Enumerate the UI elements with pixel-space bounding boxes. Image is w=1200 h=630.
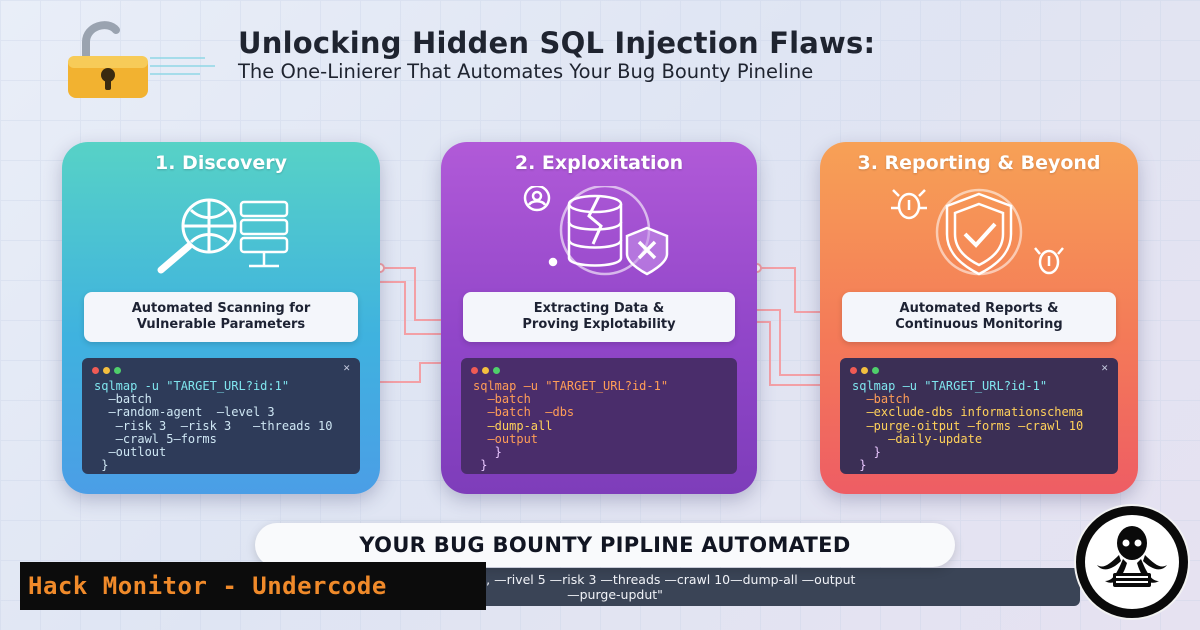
shield-check-icon [891, 188, 1064, 276]
terminal-line: —batch —dbs [473, 405, 575, 420]
terminal-line: —batch [473, 392, 531, 407]
terminal-line: sqlmap —u "TARGET_URL?id-1" [852, 379, 1048, 393]
card-title: 1. Discovery [155, 152, 287, 174]
terminal-line: —crawl 5—forms [94, 431, 217, 446]
close-dot-icon [471, 367, 478, 374]
command-line: m-aid 1" —level 5, —rivel 5 —risk 3 —thr… [374, 572, 856, 587]
minimize-dot-icon [861, 367, 868, 374]
minimize-dot-icon [103, 367, 110, 374]
maximize-dot-icon [872, 367, 879, 374]
page-subtitle: The One-Linierer That Automates Your Bug… [238, 60, 814, 83]
reporting-description: Automated Reports & Continuous Monitorin… [842, 292, 1116, 342]
window-dots [850, 364, 883, 377]
maximize-dot-icon [493, 367, 500, 374]
exploitation-description: Extracting Data & Proving Explotability [463, 292, 735, 342]
terminal-line: } [852, 458, 867, 473]
magnifier-server-icon [157, 198, 289, 274]
terminal-line: } [473, 458, 488, 473]
discovery-card: 1. Discovery Automated Scanning for Vuln… [62, 142, 380, 494]
maximize-dot-icon [114, 367, 121, 374]
terminal-line: —batch [94, 392, 152, 407]
terminal-line: —outlout [94, 445, 167, 460]
discovery-description: Automated Scanning for Vulnerable Parame… [84, 292, 358, 342]
terminal-line: sqlmap —u "TARGET_URL?id-1" [473, 379, 669, 393]
description-line: Automated Reports & [899, 301, 1059, 316]
close-dot-icon [92, 367, 99, 374]
description-line: Automated Scanning for [131, 301, 311, 316]
terminal-line: } [94, 458, 109, 473]
terminal-line: —random-agent —level 3 [94, 405, 275, 420]
terminal-line: —purge-oitput —forms —crawl 10 [852, 418, 1084, 433]
terminal-line: } [473, 445, 502, 460]
close-icon: ✕ [343, 361, 350, 374]
padlock-icon [68, 21, 148, 98]
window-dots [471, 364, 504, 377]
page-title: Unlocking Hidden SQL Injection Flaws: [238, 26, 876, 60]
close-icon: ✕ [1101, 361, 1108, 374]
terminal-line: —risk 3 —risk 3 —threads 10 [94, 418, 333, 433]
terminal-line: } [852, 445, 881, 460]
card-title: 3. Reporting & Beyond [857, 152, 1101, 174]
database-breach-icon [523, 186, 669, 276]
window-dots [92, 364, 125, 377]
close-dot-icon [850, 367, 857, 374]
description-line: Proving Explotability [522, 317, 676, 332]
description-line: Extracting Data & [533, 301, 665, 316]
description-line: Vulnerable Parameters [136, 317, 306, 332]
terminal-line: sqlmap -u "TARGET_URL?id:1" [94, 379, 290, 393]
minimize-dot-icon [482, 367, 489, 374]
reporting-card: 3. Reporting & Beyond Automated Reports … [820, 142, 1138, 494]
terminal-line: —daily-update [852, 431, 983, 446]
exploitation-terminal: sqlmap —u "TARGET_URL?id-1" —batch —batc… [461, 358, 737, 474]
command-line: —purge-updut" [567, 587, 663, 602]
discovery-terminal: ✕ sqlmap -u "TARGET_URL?id:1" —batch —ra… [82, 358, 360, 474]
terminal-line: —dump-all [473, 418, 553, 433]
terminal-line: —output [473, 431, 539, 446]
reporting-terminal: ✕ sqlmap —u "TARGET_URL?id-1" —batch —ex… [840, 358, 1118, 474]
octopus-logo-icon [1074, 504, 1190, 620]
description-line: Continuous Monitoring [895, 317, 1063, 332]
card-title: 2. Exploxitation [514, 152, 684, 174]
terminal-line: —batch [852, 392, 910, 407]
brand-label: Hack Monitor - Undercode [20, 562, 486, 610]
pipeline-banner: YOUR BUG BOUNTY PIPLINE AUTOMATED [255, 523, 955, 567]
terminal-line: —exclude-dbs informationschema [852, 405, 1084, 420]
exploitation-card: 2. Exploxitation Extracting Data & Provi… [441, 142, 757, 494]
